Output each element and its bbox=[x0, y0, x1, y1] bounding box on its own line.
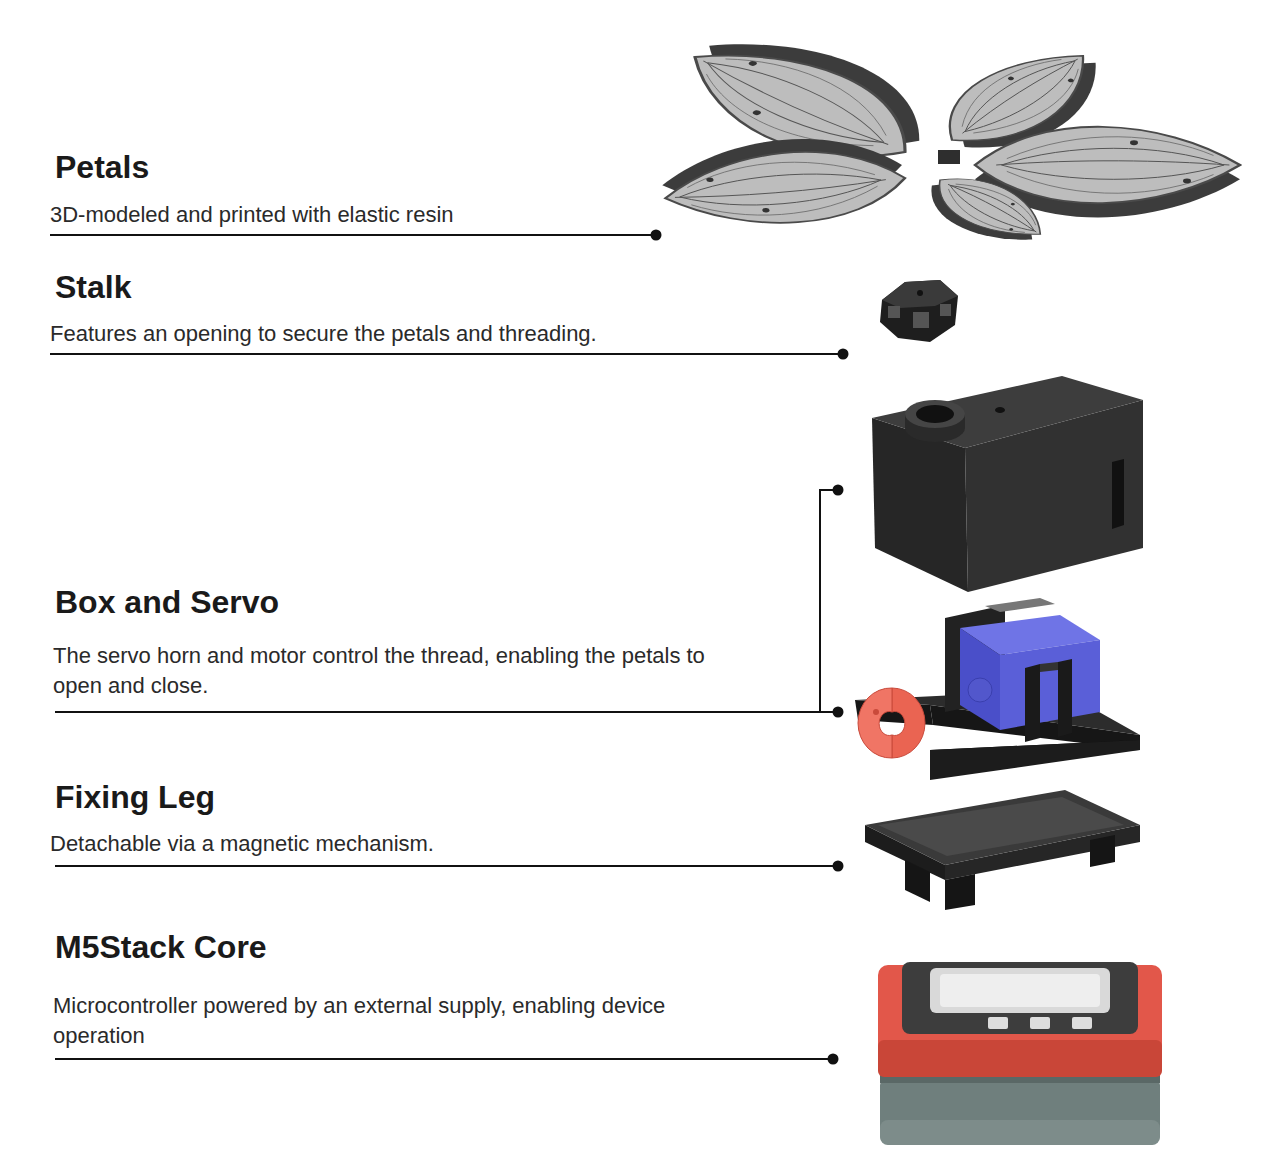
stalk-illustration bbox=[880, 280, 958, 342]
part-name: Petals bbox=[55, 150, 149, 185]
part-name: M5Stack Core bbox=[55, 930, 267, 965]
part-description: Features an opening to secure the petals… bbox=[50, 319, 597, 349]
part-name: Fixing Leg bbox=[55, 780, 215, 815]
servo-illustration bbox=[855, 598, 1140, 780]
fixing-leg-illustration bbox=[865, 790, 1140, 910]
part-name: Stalk bbox=[55, 270, 131, 305]
part-description: Detachable via a magnetic mechanism. bbox=[50, 829, 434, 859]
part-name: Box and Servo bbox=[55, 585, 279, 620]
part-description: 3D-modeled and printed with elastic resi… bbox=[50, 200, 454, 230]
m5stack-illustration bbox=[878, 962, 1162, 1145]
part-description: Microcontroller powered by an external s… bbox=[53, 991, 743, 1051]
box-illustration bbox=[872, 376, 1143, 592]
part-description: The servo horn and motor control the thr… bbox=[53, 641, 753, 701]
leader-lines bbox=[50, 231, 848, 1064]
petals-illustration bbox=[654, 15, 1240, 254]
